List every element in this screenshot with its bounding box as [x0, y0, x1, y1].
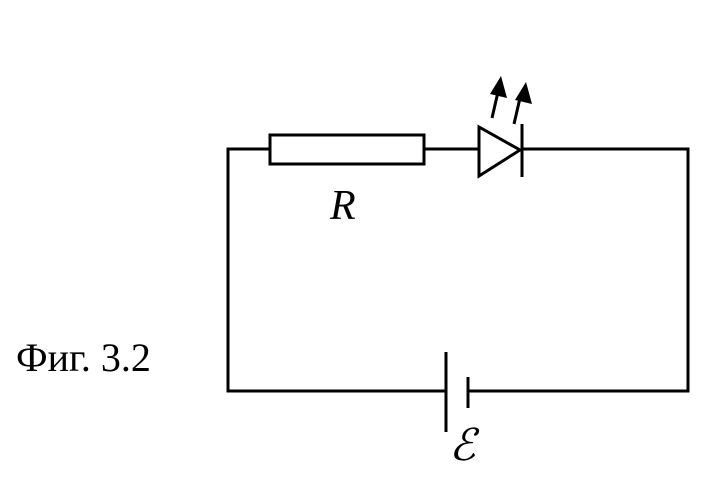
led-diode-icon: [477, 91, 524, 179]
resistor-icon: [268, 133, 426, 166]
emf-label: ℰ: [449, 420, 476, 471]
light-rays-icon: [490, 76, 532, 104]
battery-cell-icon: [444, 352, 470, 432]
figure-caption: Фиг. 3.2: [16, 335, 151, 380]
resistor-label: R: [330, 183, 356, 229]
